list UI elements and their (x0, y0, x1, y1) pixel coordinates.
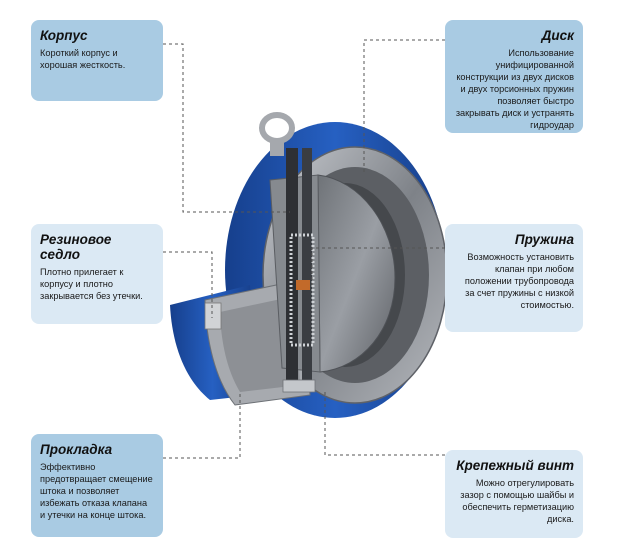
callout-rubber-seat: Резиновое седло Плотно прилегает к корпу… (31, 224, 163, 324)
leader-prokladka (163, 392, 241, 459)
callout-title: Пружина (514, 232, 574, 247)
callout-desc: Короткий корпус и хорошая жесткость. (40, 48, 126, 70)
lifting-eye (259, 112, 295, 156)
callout-disk: Диск Использование унифицированной конст… (445, 20, 583, 133)
callout-title: Резиновое седло (40, 232, 112, 262)
leader-pruzhina (311, 247, 445, 285)
callout-title: Прокладка (40, 442, 113, 457)
callout-desc: Использование унифицированной конструкци… (455, 48, 574, 130)
callout-desc: Плотно прилегает к корпусу и плотно закр… (40, 267, 143, 301)
leader-sedlo (163, 251, 213, 318)
callout-title: Крепежный винт (456, 458, 574, 473)
callout-title: Корпус (40, 28, 88, 43)
leader-vint (324, 390, 445, 456)
callout-fixing-screw: Крепежный винт Можно отрегулировать зазо… (445, 450, 583, 538)
callout-desc: Возможность установить клапан при любом … (464, 252, 574, 310)
callout-spring: Пружина Возможность установить клапан пр… (445, 224, 583, 332)
leader-lines (163, 39, 445, 459)
callout-desc: Эффективно предотвращает смещение штока … (40, 462, 153, 520)
leader-korpus (163, 43, 290, 213)
callout-gasket: Прокладка Эффективно предотвращает смеще… (31, 434, 163, 537)
callout-desc: Можно отрегулировать зазор с помощью шай… (460, 478, 574, 524)
leader-disk (363, 39, 445, 175)
callout-korpus: Корпус Короткий корпус и хорошая жесткос… (31, 20, 163, 101)
torsion-spring (289, 233, 315, 347)
callout-title: Диск (541, 28, 574, 43)
